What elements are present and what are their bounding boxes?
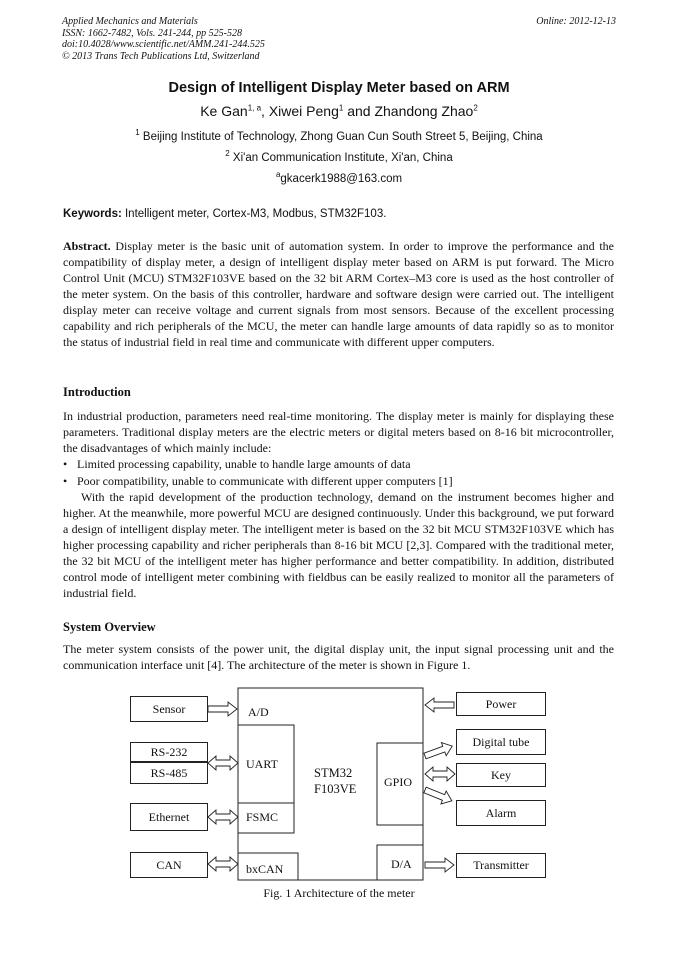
affiliation-1-text: Beijing Institute of Technology, Zhong G…	[139, 131, 543, 143]
sensor-box: Sensor	[130, 696, 208, 722]
da-label: D/A	[391, 857, 412, 871]
digital-tube-arrow	[422, 739, 456, 764]
figure-caption: Fig. 1 Architecture of the meter	[263, 886, 415, 900]
introduction-heading: Introduction	[63, 385, 131, 399]
doi: doi:10.4028/www.scientific.net/AMM.241-2…	[62, 39, 265, 50]
email-sup: a	[275, 170, 281, 180]
power-arrow	[424, 697, 455, 713]
can-box: CAN	[130, 852, 208, 878]
system-overview-heading: System Overview	[63, 620, 156, 634]
bullet-text-1: Limited processing capability, unable to…	[77, 457, 411, 471]
affiliation-2: 2 Xi'an Communication Institute, Xi'an, …	[0, 149, 678, 164]
author-3: and Zhandong Zhao	[343, 103, 474, 119]
ethernet-box: Ethernet	[130, 803, 208, 831]
journal-name: Applied Mechanics and Materials	[62, 16, 198, 27]
keywords-text: Intelligent meter, Cortex-M3, Modbus, ST…	[121, 208, 387, 220]
copyright: © 2013 Trans Tech Publications Ltd, Swit…	[62, 50, 260, 62]
keywords-label: Keywords:	[63, 208, 122, 220]
bullet-item-1: • Limited processing capability, unable t…	[63, 456, 411, 472]
rs485-box: RS-485	[130, 762, 208, 784]
author-2: , Xiwei Peng	[261, 103, 339, 119]
mcu-name-line1: STM32	[314, 766, 353, 780]
bullet-text-2: Poor compatibility, unable to communicat…	[77, 474, 453, 488]
online-date: Online: 2012-12-13	[536, 16, 616, 27]
alarm-arrow	[421, 783, 455, 808]
bxcan-label: bxCAN	[246, 862, 284, 876]
introduction-paragraph-1: In industrial production, parameters nee…	[63, 409, 614, 455]
key-box: Key	[456, 763, 546, 787]
introduction-paragraph-2: With the rapid development of the produc…	[63, 490, 614, 600]
key-arrow	[424, 766, 456, 782]
affiliation-1: 1 Beijing Institute of Technology, Zhong…	[0, 128, 678, 143]
author-2-sup: 1	[338, 103, 344, 113]
gpio-label: GPIO	[384, 775, 413, 789]
affiliation-2-text: Xi'an Communication Institute, Xi'an, Ch…	[229, 152, 453, 164]
uart-label: UART	[246, 757, 278, 771]
transmitter-box: Transmitter	[456, 853, 546, 878]
paper-title: Design of Intelligent Display Meter base…	[168, 80, 510, 96]
bullet-item-2: • Poor compatibility, unable to communica…	[63, 473, 453, 489]
system-overview-paragraph: The meter system consists of the power u…	[63, 642, 614, 672]
bullet-icon: •	[63, 474, 68, 488]
abstract-text: Display meter is the basic unit of autom…	[63, 239, 614, 349]
abstract: Abstract. Display meter is the basic uni…	[63, 238, 614, 350]
sensor-arrow	[207, 701, 238, 717]
bullet-icon: •	[63, 457, 68, 471]
digital-tube-box: Digital tube	[456, 729, 546, 755]
issn: ISSN: 1662-7482, Vols. 241-244, pp 525-5…	[62, 27, 242, 39]
email-text: gkacerk1988@163.com	[280, 173, 403, 185]
rs232-box: RS-232	[130, 742, 208, 762]
rs-arrow	[207, 755, 239, 771]
author-email: agkacerk1988@163.com	[0, 170, 678, 185]
abstract-label: Abstract.	[63, 239, 111, 253]
ad-label: A/D	[248, 705, 269, 719]
mcu-name: STM32 F103VE	[314, 765, 356, 797]
author-1-sup: 1, a	[247, 103, 262, 113]
author-list: Ke Gan1, a, Xiwei Peng1 and Zhandong Zha…	[0, 103, 678, 119]
author-3-sup: 2	[473, 103, 478, 113]
can-arrow	[207, 856, 239, 872]
ethernet-arrow	[207, 809, 239, 825]
transmitter-arrow	[424, 857, 455, 873]
journal-header: Applied Mechanics and Materials ISSN: 16…	[62, 16, 616, 62]
keywords: Keywords: Intelligent meter, Cortex-M3, …	[63, 208, 386, 220]
power-box: Power	[456, 692, 546, 716]
alarm-box: Alarm	[456, 800, 546, 826]
fsmc-label: FSMC	[246, 810, 279, 824]
mcu-name-line2: F103VE	[314, 782, 357, 796]
affiliation-1-sup: 1	[135, 128, 140, 138]
author-1: Ke Gan	[200, 103, 248, 119]
affiliation-2-sup: 2	[225, 149, 230, 159]
